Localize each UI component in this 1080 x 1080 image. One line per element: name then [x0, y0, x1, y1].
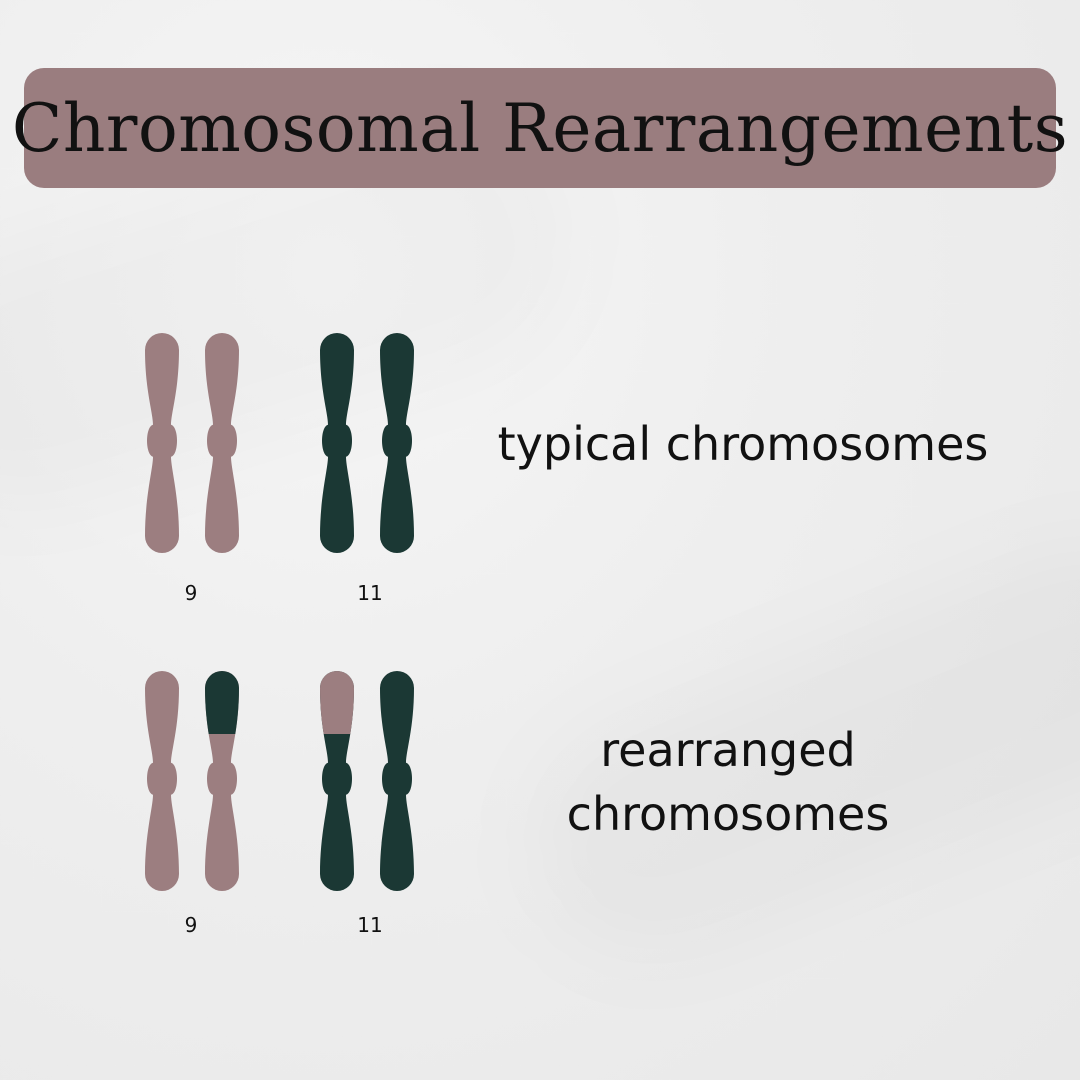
- chromosome-11-derivative: [320, 671, 354, 891]
- label-line: rearranged: [600, 723, 856, 777]
- rearranged-chromosome-group: [145, 671, 414, 891]
- chromosome-number-label: 9: [184, 581, 198, 605]
- chromosome-11-b: [380, 333, 414, 553]
- chromosome-number-label: 11: [357, 581, 383, 605]
- rearranged-chromosomes-label: rearranged chromosomes: [470, 718, 986, 846]
- chromosome-11-normal: [380, 671, 414, 891]
- chromosome-9-normal: [145, 671, 179, 891]
- chromosome-number-label: 9: [184, 913, 198, 937]
- chromosome-11-a: [320, 333, 354, 553]
- translocated-segment-9: [320, 671, 354, 734]
- typical-chromosome-group: [145, 333, 414, 553]
- typical-chromosomes-label: typical chromosomes: [470, 414, 1016, 474]
- chromosome-9-b: [205, 333, 239, 553]
- title-banner: Chromosomal Rearrangements: [12, 68, 1068, 188]
- chromosome-9-a: [145, 333, 179, 553]
- label-line: chromosomes: [566, 787, 890, 841]
- chromosome-number-label: 11: [357, 913, 383, 937]
- label-line: typical chromosomes: [497, 417, 989, 471]
- page-title: Chromosomal Rearrangements: [11, 89, 1069, 167]
- translocated-segment-11: [205, 671, 239, 734]
- chromosome-9-derivative: [205, 671, 239, 891]
